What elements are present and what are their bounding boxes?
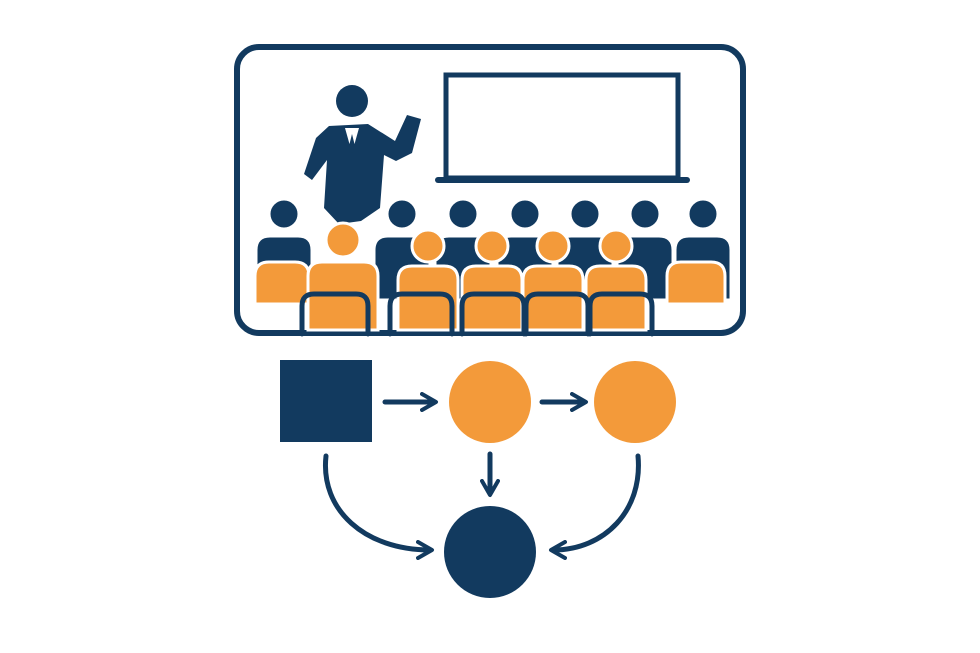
audience-member-right-seat <box>665 260 727 306</box>
presenter-icon <box>304 85 421 224</box>
chair-5 <box>587 291 655 337</box>
chair-1 <box>299 291 371 337</box>
chair-2 <box>387 291 455 337</box>
step-two-node <box>594 361 676 443</box>
result-node <box>444 506 536 598</box>
audience-member-left-seat <box>253 260 311 306</box>
audience-member-front-5 <box>584 228 648 332</box>
audience-member-front-2 <box>396 228 460 332</box>
whiteboard-icon <box>435 72 690 183</box>
chair-4 <box>523 291 591 337</box>
audience-member-front-1 <box>306 221 380 332</box>
arrow-square-to-result <box>322 453 434 560</box>
step-one-node <box>449 361 531 443</box>
presentation-frame-icon <box>234 44 746 336</box>
arrow-step-two-to-result <box>549 453 641 560</box>
chair-3 <box>459 291 527 337</box>
audience-member-front-4 <box>521 228 585 332</box>
start-square-node <box>280 360 372 442</box>
process-flow-icon <box>280 360 676 598</box>
audience-icon <box>253 197 733 337</box>
